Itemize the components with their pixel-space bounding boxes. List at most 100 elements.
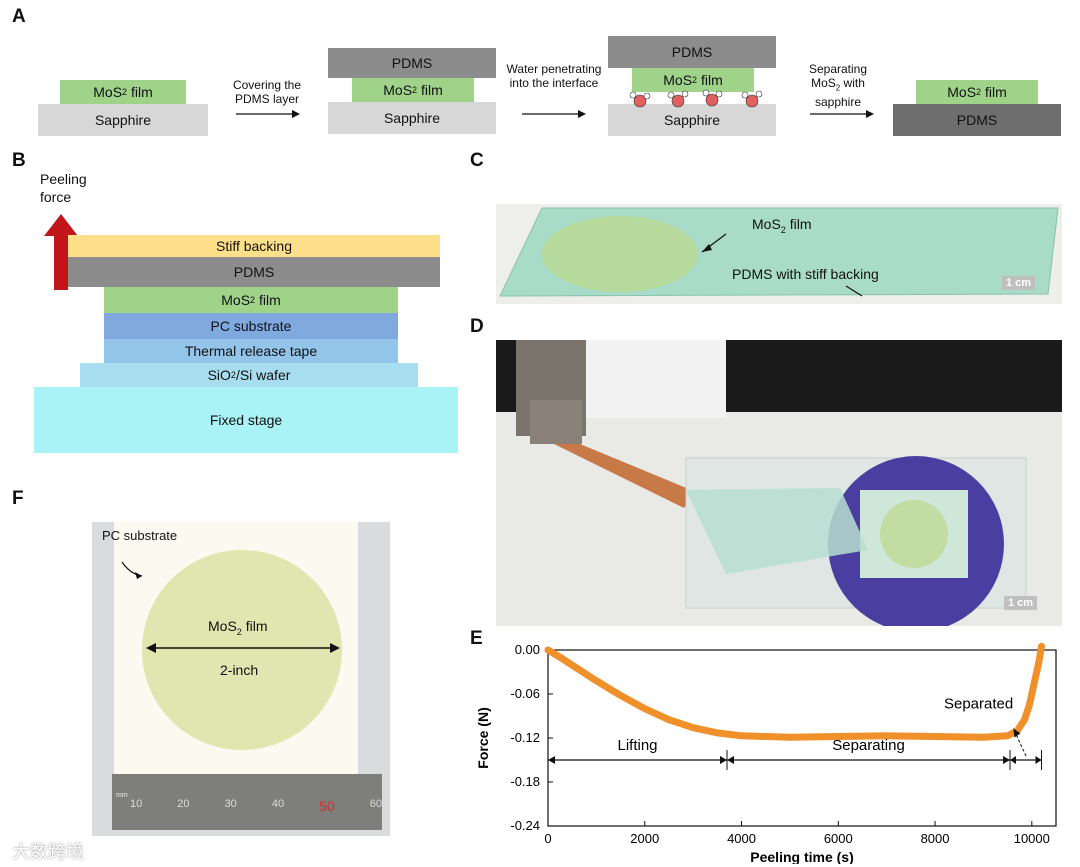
ruler-num: 50: [319, 798, 335, 814]
chart-xlabel: Peeling time (s): [750, 849, 853, 864]
layer-tape-text: Thermal release tape: [184, 343, 318, 359]
a2-pdms-layer: PDMS: [328, 48, 496, 78]
c-scale-bar: 1 cm: [1002, 276, 1036, 290]
a4-pdms-layer: PDMS: [893, 104, 1061, 136]
separated-arrow-left: [1010, 756, 1017, 764]
a3-mos2-text: MoS: [663, 72, 693, 88]
f-size-label: 2-inch: [220, 662, 259, 678]
panel-label-d: D: [470, 316, 484, 337]
ruler-num: 10: [130, 798, 143, 810]
lifting-arrow-left: [548, 756, 555, 764]
a4-pdms-text: PDMS: [956, 112, 998, 128]
ruler-num: 60: [369, 798, 382, 810]
separated-pointer-head: [1013, 728, 1021, 738]
a2-sapphire-layer: Sapphire: [328, 102, 496, 134]
a2-pdms-text: PDMS: [391, 55, 433, 71]
ruler: mm 10 20 30 40 50 60: [112, 774, 382, 830]
a-arrow3-line1: Separating: [808, 62, 868, 76]
a4-film-text: film: [981, 84, 1007, 100]
a1-sapphire-text: Sapphire: [94, 112, 152, 128]
f-mos2-text: MoS: [208, 618, 237, 634]
ruler-numbers: 10 20 30 40 50 60: [130, 798, 382, 814]
x-tick-label: 0: [544, 831, 551, 846]
d-scale-bar: 1 cm: [1004, 596, 1038, 610]
a1-mos2-sub: 2: [122, 87, 128, 97]
a-arrow3-sub: 2: [835, 83, 841, 93]
a-arrow2-text: Water penetrating into the interface: [506, 62, 602, 90]
layer-stiff-backing: Stiff backing: [68, 235, 440, 257]
a3-sapphire-text: Sapphire: [663, 112, 721, 128]
water-molecules-icon: [629, 89, 763, 108]
layer-mos2-text: MoS: [221, 292, 251, 308]
a-arrow1-text: Covering the PDMS layer: [232, 78, 302, 106]
chart-ylabel: Force (N): [475, 707, 491, 768]
watermark-text: 大数跨境: [12, 842, 84, 862]
panel-c-photo: MoS2 film PDMS with stiff backing 1 cm: [496, 204, 1062, 304]
force-text: force: [40, 189, 72, 205]
c-mos2-text: MoS: [752, 216, 781, 232]
a-arrow3-mos: MoS: [811, 76, 836, 90]
peeling-arrow-icon: [44, 214, 78, 290]
f-film-text: film: [241, 618, 268, 634]
pdms-sheet-graphic: [499, 207, 1059, 297]
a-arrow3-text: Separating MoS2 with sapphire: [798, 62, 878, 109]
layer-mos2-film-text: film: [255, 292, 281, 308]
a3-pdms-text: PDMS: [671, 44, 713, 60]
a1-film-text: film: [127, 84, 153, 100]
y-tick-label: -0.06: [510, 686, 540, 701]
layer-stage-text: Fixed stage: [209, 412, 283, 428]
panel-label-a: A: [12, 6, 26, 27]
layer-pc-substrate: PC substrate: [104, 313, 398, 339]
peeling-text: Peeling: [40, 171, 87, 187]
separating-arrow-left: [727, 756, 735, 764]
mos2-wafer-graphic: [121, 550, 342, 750]
layer-sio2-text: SiO: [207, 367, 231, 383]
separating-arrow-right: [1003, 756, 1011, 764]
panel-label-c: C: [470, 150, 484, 171]
separated-arrow-right: [1035, 756, 1042, 764]
layer-stiff-text: Stiff backing: [215, 238, 292, 254]
ruler-num: 30: [224, 798, 237, 810]
a1-mos2-text: MoS: [93, 84, 123, 100]
a2-film-text: film: [417, 82, 443, 98]
lifting-arrow-right: [720, 756, 728, 764]
y-tick-label: -0.24: [510, 818, 540, 833]
a-arrow2-icon: [522, 110, 586, 118]
x-tick-label: 8000: [921, 831, 950, 846]
a4-mos2-sub: 2: [976, 87, 982, 97]
f-pc-label: PC substrate: [102, 528, 178, 543]
f-mos2-label: MoS2 film: [208, 618, 267, 637]
layer-pdms: PDMS: [68, 257, 440, 287]
peeling-setup-graphic: [496, 340, 1062, 626]
panel-label-b: B: [12, 150, 26, 171]
a1-sapphire-layer: Sapphire: [38, 104, 208, 136]
ruler-num: 40: [271, 798, 285, 810]
layer-fixed-stage: Fixed stage: [34, 387, 458, 453]
a3-pdms-layer: PDMS: [608, 36, 776, 68]
force-series-line: [544, 642, 1045, 741]
f-mos2-sub: 2: [236, 626, 242, 637]
c-film-text: film: [785, 216, 812, 232]
a2-mos2-text: MoS: [383, 82, 413, 98]
layer-pc-text: PC substrate: [210, 318, 292, 334]
c-mos2-sub: 2: [780, 224, 786, 235]
separated-label: Separated: [944, 696, 1013, 713]
a2-sapphire-text: Sapphire: [383, 110, 441, 126]
x-tick-label: 10000: [1014, 831, 1050, 846]
c-mos2-label: MoS2 film: [752, 216, 811, 235]
ruler-num: 20: [177, 798, 190, 810]
a3-mos2-sub: 2: [692, 75, 698, 85]
panel-f-photo: PC substrate MoS2 film 2-inch mm 10 20 3…: [92, 522, 390, 836]
a4-mos2-text: MoS: [947, 84, 977, 100]
a-arrow3-line3: sapphire: [814, 95, 862, 110]
panel-label-f: F: [12, 488, 24, 509]
layer-sio2-sub: 2: [230, 370, 236, 380]
a-arrow3-with: with: [840, 76, 865, 90]
